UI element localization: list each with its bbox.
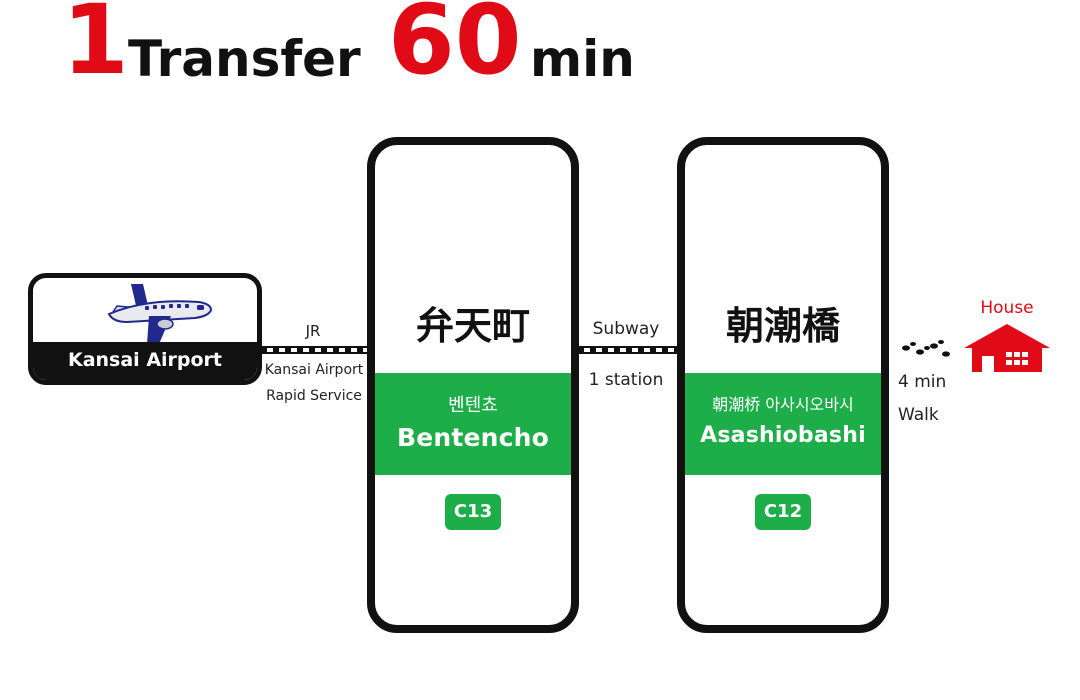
station-name-band: 벤텐쵸 Bentencho	[375, 373, 571, 475]
walk-label: Walk	[898, 405, 939, 425]
airplane-icon	[107, 284, 213, 344]
station-romaji: Bentencho	[396, 423, 550, 452]
footsteps-icon	[902, 340, 950, 357]
walk-time: 4 min	[898, 372, 947, 392]
origin-airport-card: Kansai Airport	[28, 273, 262, 385]
station-code-badge: C12	[755, 494, 811, 530]
station-local-name: 朝潮桥 아사시오바시	[712, 395, 854, 414]
station-name-band: 朝潮桥 아사시오바시 Asashiobashi	[685, 373, 881, 475]
origin-name: Kansai Airport	[33, 342, 257, 380]
station-kanji: 朝潮橋	[725, 304, 840, 348]
minutes-unit: min	[530, 30, 635, 88]
transfer-label: Transfer	[128, 30, 361, 88]
transfer-count: 1	[62, 0, 129, 96]
leg2-stops: 1 station	[588, 370, 664, 390]
leg1-line: JR	[305, 322, 321, 340]
station-local-name: 벤텐쵸	[448, 395, 498, 416]
jr-track	[261, 346, 371, 354]
leg1-service-line2: Rapid Service	[266, 388, 362, 404]
station-kanji: 弁天町	[415, 304, 530, 348]
station-code-badge: C13	[445, 494, 501, 530]
headline: 1 Transfer 60 min	[0, 0, 1080, 120]
station-card-asashiobashi: 朝潮橋 朝潮桥 아사시오바시 Asashiobashi C12	[677, 137, 889, 633]
subway-track	[578, 346, 680, 354]
leg1-service-line1: Kansai Airport	[264, 362, 364, 378]
house-icon	[964, 324, 1050, 372]
leg2-line: Subway	[592, 319, 660, 339]
station-card-bentencho: 弁天町 벤텐쵸 Bentencho C13	[367, 137, 579, 633]
station-romaji: Asashiobashi	[700, 423, 866, 448]
total-minutes: 60	[388, 0, 522, 96]
destination-label: House	[980, 298, 1034, 318]
